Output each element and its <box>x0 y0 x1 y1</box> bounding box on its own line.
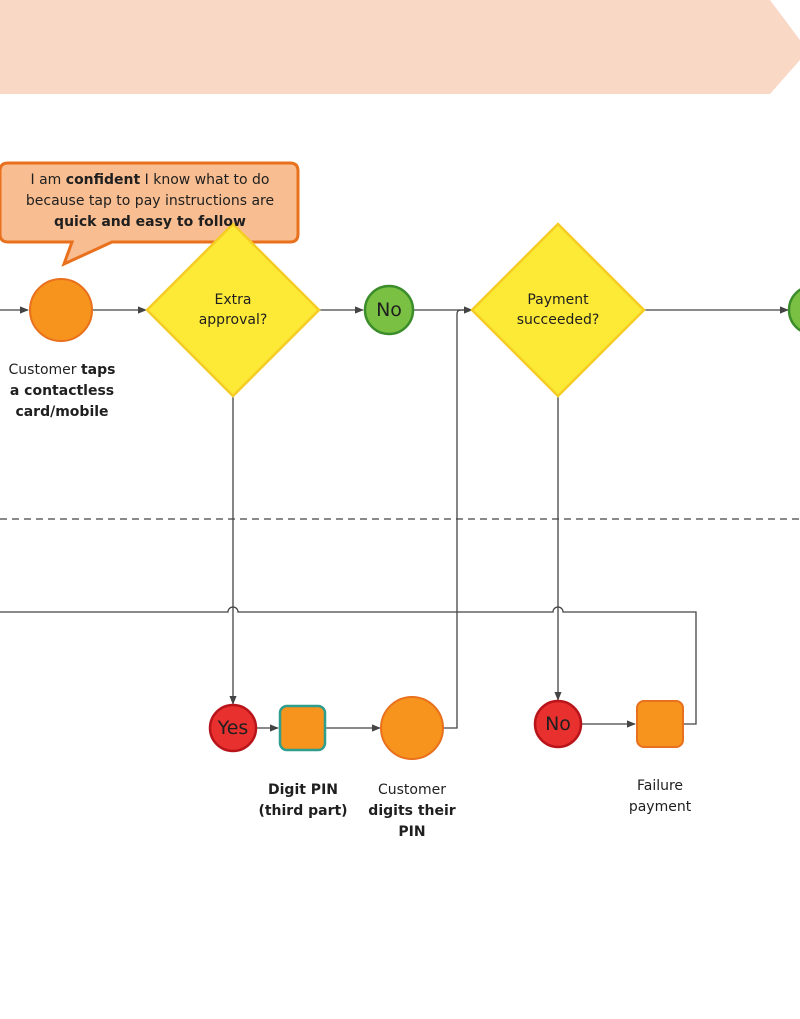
customer-tap-circle <box>29 278 93 342</box>
customer-digits-label: Customer digits their PIN <box>368 782 456 840</box>
payment-succeeded-diamond <box>470 222 646 398</box>
connector-pin-to-payment <box>444 309 470 729</box>
yes-right-circle <box>787 288 800 332</box>
yes-bottom-label: Yes <box>217 717 249 739</box>
callout-text-part: I am <box>30 172 66 188</box>
failure-payment-square <box>636 700 684 748</box>
no-bottom-circle <box>533 699 583 749</box>
no-bottom-label: No <box>545 713 571 735</box>
failure-payment-label: Failure payment <box>628 778 692 815</box>
phase-banner <box>0 0 800 94</box>
payment-succeeded-label: Payment succeeded? <box>516 292 600 328</box>
callout-line-3: quick and easy to follow <box>54 214 246 230</box>
callout-text-part: I know what to do <box>140 172 270 188</box>
extra-approval-label: Extra approval? <box>198 292 268 328</box>
callout-emphasis: confident <box>65 172 141 188</box>
no-top-circle <box>363 284 415 336</box>
customer-taps-label: Customer taps a contactless card/mobile <box>8 362 116 420</box>
digit-pin-label: Digit PIN (third part) <box>258 782 348 819</box>
no-top-label: No <box>376 299 402 321</box>
connector-failure-return <box>0 606 697 725</box>
extra-approval-diamond <box>145 222 321 398</box>
callout-line-2: because tap to pay instructions are <box>25 193 275 209</box>
digit-pin-square <box>278 704 327 752</box>
customer-digits-circle <box>380 696 444 760</box>
callout-text: I am confident I know what to do because… <box>12 170 288 233</box>
yes-bottom-circle <box>208 703 258 753</box>
